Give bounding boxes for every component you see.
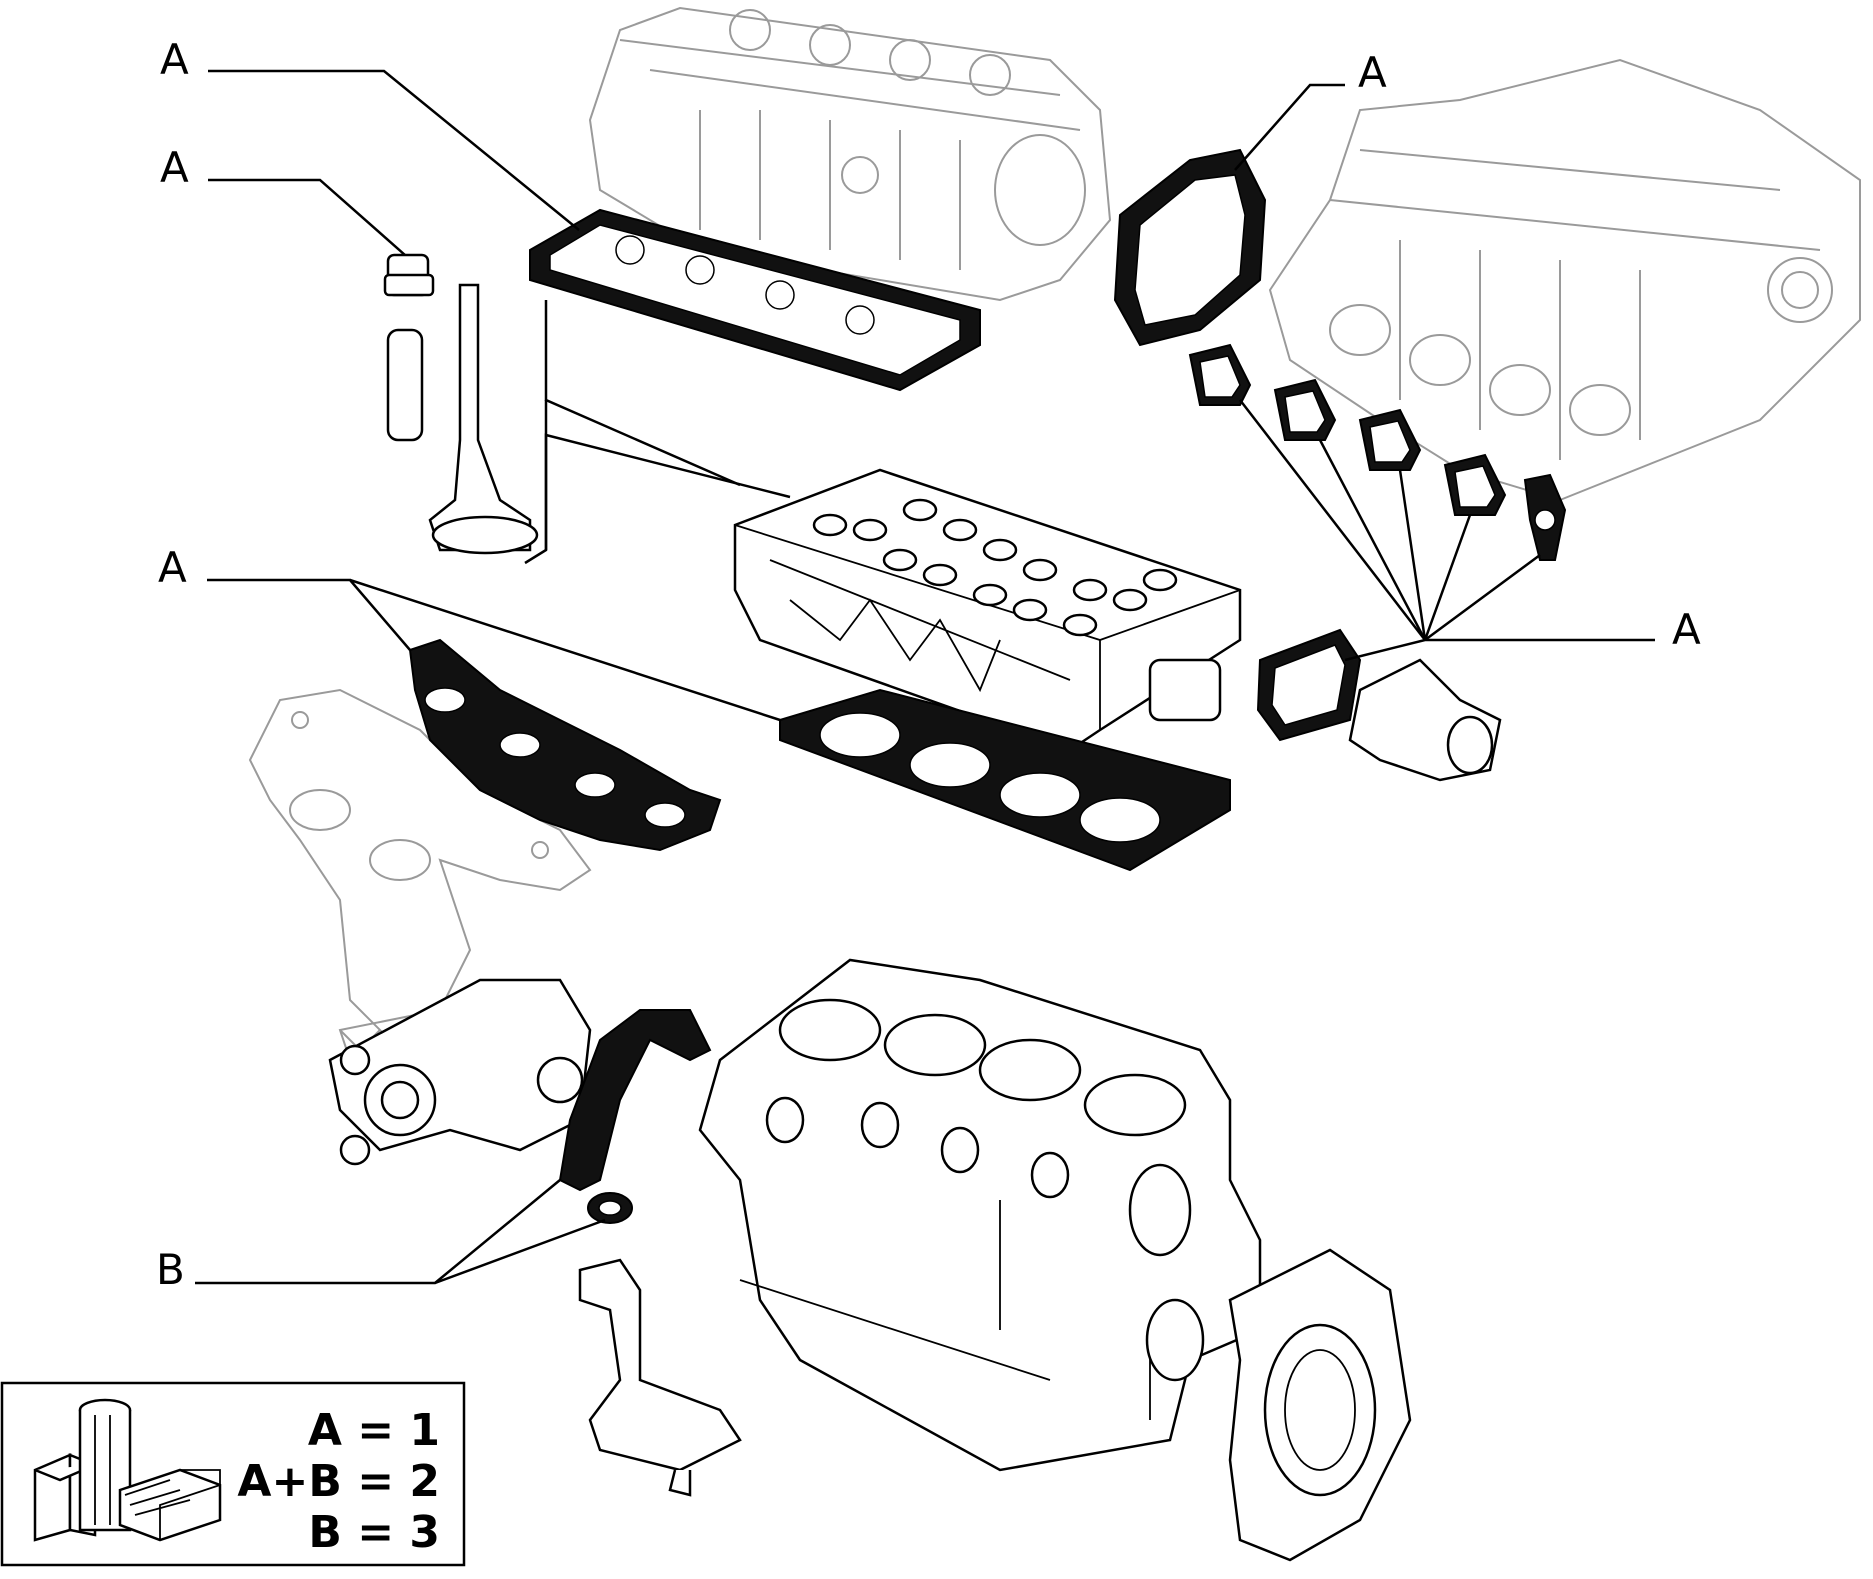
legend-box: A = 1 A+B = 2 B = 3 [0,1381,466,1567]
crankshaft-seal [587,1192,633,1224]
oil-pickup [578,1258,742,1497]
legend-line-a-plus-b: A+B = 2 [237,1456,440,1507]
callout-a-top-left: A [160,35,189,84]
legend-line-a: A = 1 [308,1405,440,1456]
fiat-parts-package-icon [33,1398,222,1542]
oil-pump-gasket [558,1009,712,1192]
thermostat-gasket [1256,628,1362,742]
legend-line-b: B = 3 [308,1507,440,1558]
valve-assembly [383,253,539,555]
intake-manifold-outline [1268,58,1861,502]
callout-a-top-right: A [1358,48,1387,97]
cylinder-head [733,468,1242,752]
exhaust-manifold-gasket [408,638,722,852]
thermostat-housing [1348,658,1502,782]
cam-cover-outline [588,6,1112,302]
callout-b-left: B [156,1245,185,1294]
oil-pump [328,978,592,1166]
engine-block [698,958,1262,1472]
callout-a-valve: A [160,143,189,192]
throttle-body-gasket [1113,148,1267,347]
cam-cover-gasket [529,208,981,392]
rear-seal-carrier [1228,1248,1412,1562]
leader-lines [195,69,1655,1285]
intake-port-gaskets [1188,343,1567,561]
valve-springs [812,498,1178,637]
head-gasket [779,688,1231,872]
callout-a-exhaust: A [158,543,187,592]
callout-a-right: A [1672,605,1701,654]
